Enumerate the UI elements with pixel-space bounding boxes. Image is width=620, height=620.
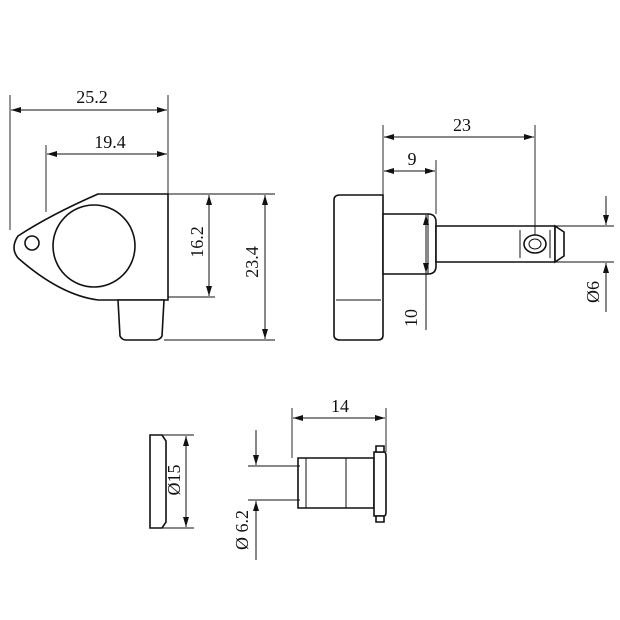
side-view: 23 9 10 Ø6 — [333, 115, 614, 341]
shaft-end — [554, 224, 565, 264]
dim-23-4: 23.4 — [242, 246, 262, 278]
washer-view: Ø15 — [149, 434, 194, 529]
dim-14: 14 — [331, 396, 349, 416]
shaft-hole — [523, 234, 547, 254]
dim-d15: Ø15 — [164, 465, 184, 496]
ear-hole — [24, 235, 40, 251]
front-view: 25.2 19.4 16.2 23.4 — [9, 87, 275, 341]
dim-16-2: 16.2 — [187, 226, 207, 258]
stem — [117, 299, 165, 341]
side-housing — [333, 194, 384, 341]
collar — [382, 213, 437, 275]
dim-d6: Ø6 — [583, 281, 603, 303]
bushing-body — [297, 457, 375, 509]
dim-23: 23 — [453, 115, 471, 135]
dim-25-2: 25.2 — [76, 87, 108, 107]
bushing-flange — [373, 451, 387, 517]
post-circle — [52, 204, 136, 288]
bushing-view: 14 Ø 6.2 — [232, 396, 387, 560]
dim-19-4: 19.4 — [94, 132, 126, 152]
dim-10: 10 — [401, 309, 421, 327]
dim-d6-2: Ø 6.2 — [232, 510, 252, 550]
dim-9: 9 — [408, 149, 417, 169]
